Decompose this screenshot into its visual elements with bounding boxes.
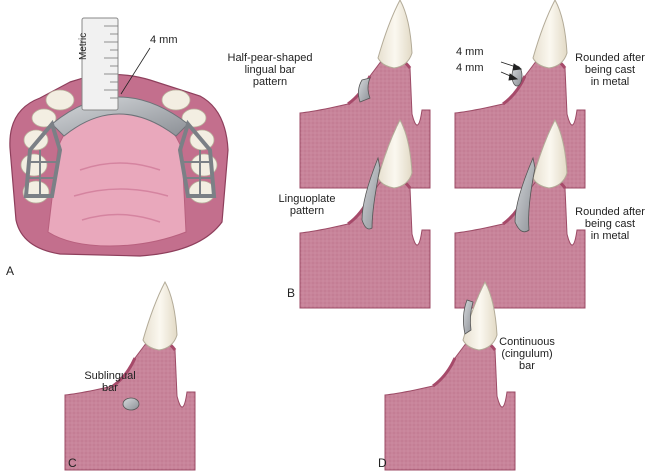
rounded-top-line-3: in metal: [590, 76, 630, 88]
panel-b-rounded-bottom: [453, 119, 587, 310]
panel-c-sublingual: [63, 281, 197, 472]
half-pear-line-1: Half-pear-shaped: [227, 52, 313, 64]
cingulum-label: Continuous (cingulum) bar: [492, 336, 562, 372]
cingulum-line-2: (cingulum): [501, 348, 553, 360]
rounded-bottom-line-3: in metal: [590, 230, 630, 242]
measure-b-1: 4 mm: [456, 46, 484, 58]
panel-letter-a: A: [6, 264, 15, 278]
panel-b-linguoplate: [298, 119, 432, 310]
ruler-text: Metric: [78, 32, 89, 60]
sublingual-line-2: bar: [102, 382, 118, 394]
rounded-bottom-line-2: being cast: [584, 218, 636, 230]
cingulum-line-3: bar: [519, 360, 535, 372]
linguoplate-rounded: [514, 156, 536, 233]
linguoplate-pattern: [361, 156, 381, 230]
rounded-bottom-line-1: Rounded after: [575, 206, 645, 218]
half-pear-line-3: pattern: [252, 76, 288, 88]
panel-letter-d: D: [378, 456, 387, 470]
metric-ruler: [81, 17, 119, 111]
panel-letter-b: B: [287, 286, 296, 300]
rounded-top-line-1: Rounded after: [575, 52, 645, 64]
linguoplate-line-2: pattern: [289, 205, 325, 217]
sublingual-bar: [122, 397, 140, 411]
measure-a: 4 mm: [150, 34, 178, 46]
panel-b-half-pear: [298, 0, 432, 190]
panel-b-rounded-top: [453, 0, 587, 190]
half-pear-bar: [358, 77, 371, 103]
rounded-bottom-label: Rounded after being cast in metal: [572, 206, 648, 242]
linguoplate-label: Linguoplate pattern: [274, 193, 340, 217]
sublingual-line-1: Sublingual: [84, 370, 136, 382]
panel-a-cast: [9, 17, 229, 257]
half-pear-label: Half-pear-shaped lingual bar pattern: [222, 52, 318, 88]
cingulum-line-1: Continuous: [499, 336, 555, 348]
leader-4mm-a: [120, 47, 151, 95]
rounded-top-line-2: being cast: [584, 64, 636, 76]
measure-b-2: 4 mm: [456, 62, 484, 74]
half-pear-line-2: lingual bar: [244, 64, 296, 76]
sublingual-label: Sublingual bar: [80, 370, 140, 394]
panel-letter-c: C: [68, 456, 77, 470]
linguoplate-line-1: Linguoplate: [278, 193, 336, 205]
panel-d-cingulum: [383, 281, 517, 472]
rounded-top-label: Rounded after being cast in metal: [572, 52, 648, 88]
cingulum-bar: [463, 299, 474, 335]
